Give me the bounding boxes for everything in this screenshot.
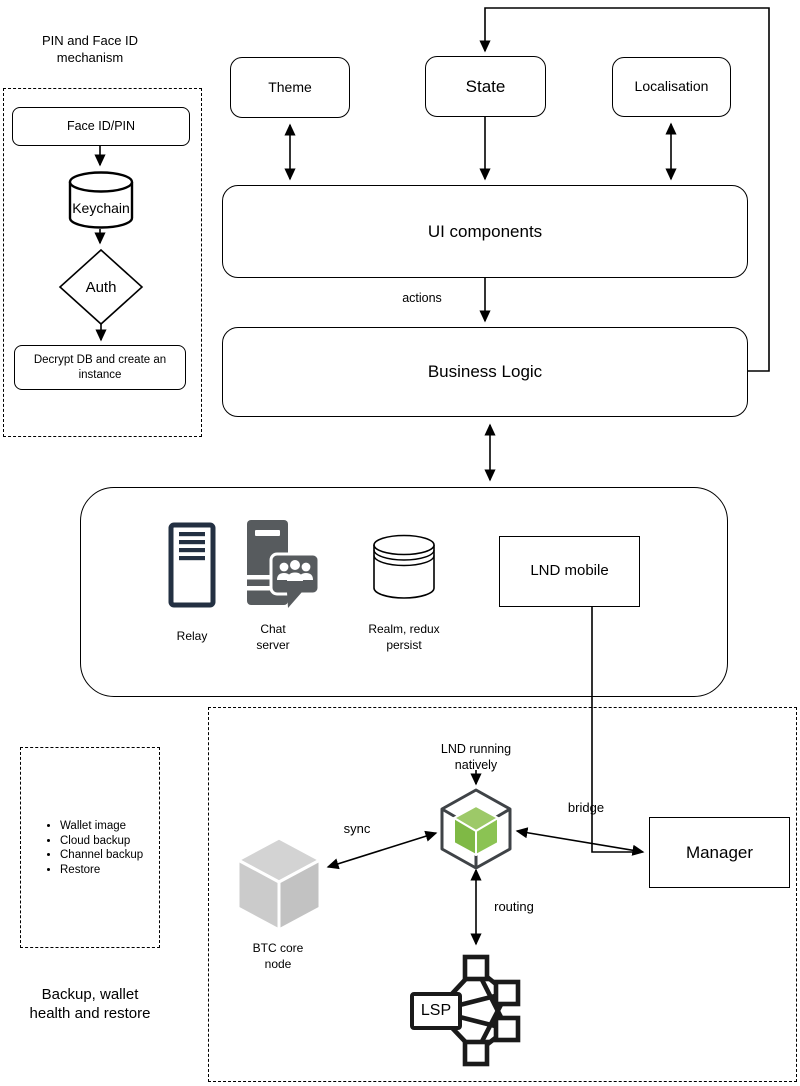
lsp-node: LSP — [410, 992, 462, 1030]
routing-label: routing — [494, 899, 534, 914]
chat-server-label: Chat server — [256, 622, 290, 652]
ui-components-node: UI components — [222, 185, 748, 278]
backup-list: Wallet image Cloud backup Channel backup… — [46, 820, 158, 878]
pin-mechanism-title: PIN and Face ID mechanism — [41, 33, 139, 65]
keychain-cylinder-icon — [68, 171, 134, 229]
face-id-pin-node: Face ID/PIN — [12, 107, 190, 146]
localisation-node: Localisation — [612, 57, 731, 117]
backup-item: Restore — [60, 864, 158, 876]
business-logic-node: Business Logic — [222, 327, 748, 417]
auth-diamond — [58, 248, 144, 326]
decrypt-db-node: Decrypt DB and create an instance — [14, 345, 186, 390]
backup-dashed-box — [20, 747, 160, 948]
relay-server-icon — [168, 522, 216, 608]
keychain-label: Keychain — [72, 200, 130, 216]
backup-item: Wallet image — [60, 820, 158, 832]
lnd-mobile-node: LND mobile — [499, 536, 640, 607]
btc-node-cube-icon — [236, 836, 322, 932]
backup-caption: Backup, wallet health and restore — [29, 986, 151, 1023]
actions-label: actions — [402, 291, 442, 305]
btc-node-label: BTC core node — [252, 941, 304, 971]
theme-node: Theme — [230, 57, 350, 118]
realm-label: Realm, redux persist — [368, 622, 440, 652]
manager-node: Manager — [649, 817, 790, 888]
bridge-label: bridge — [567, 800, 605, 815]
backup-item: Cloud backup — [60, 835, 158, 847]
database-icon — [373, 534, 435, 599]
lnd-native-label: LND running natively — [440, 742, 512, 773]
native-section-dashed-box — [208, 707, 797, 1082]
state-node: State — [425, 56, 546, 117]
auth-label: Auth — [85, 279, 117, 296]
container-cube-icon — [440, 788, 512, 870]
pin-mechanism-dashed-box — [3, 88, 202, 437]
sync-label: sync — [343, 821, 371, 836]
chat-server-icon — [247, 520, 321, 608]
backup-item: Channel backup — [60, 849, 158, 861]
relay-label: Relay — [176, 629, 208, 643]
